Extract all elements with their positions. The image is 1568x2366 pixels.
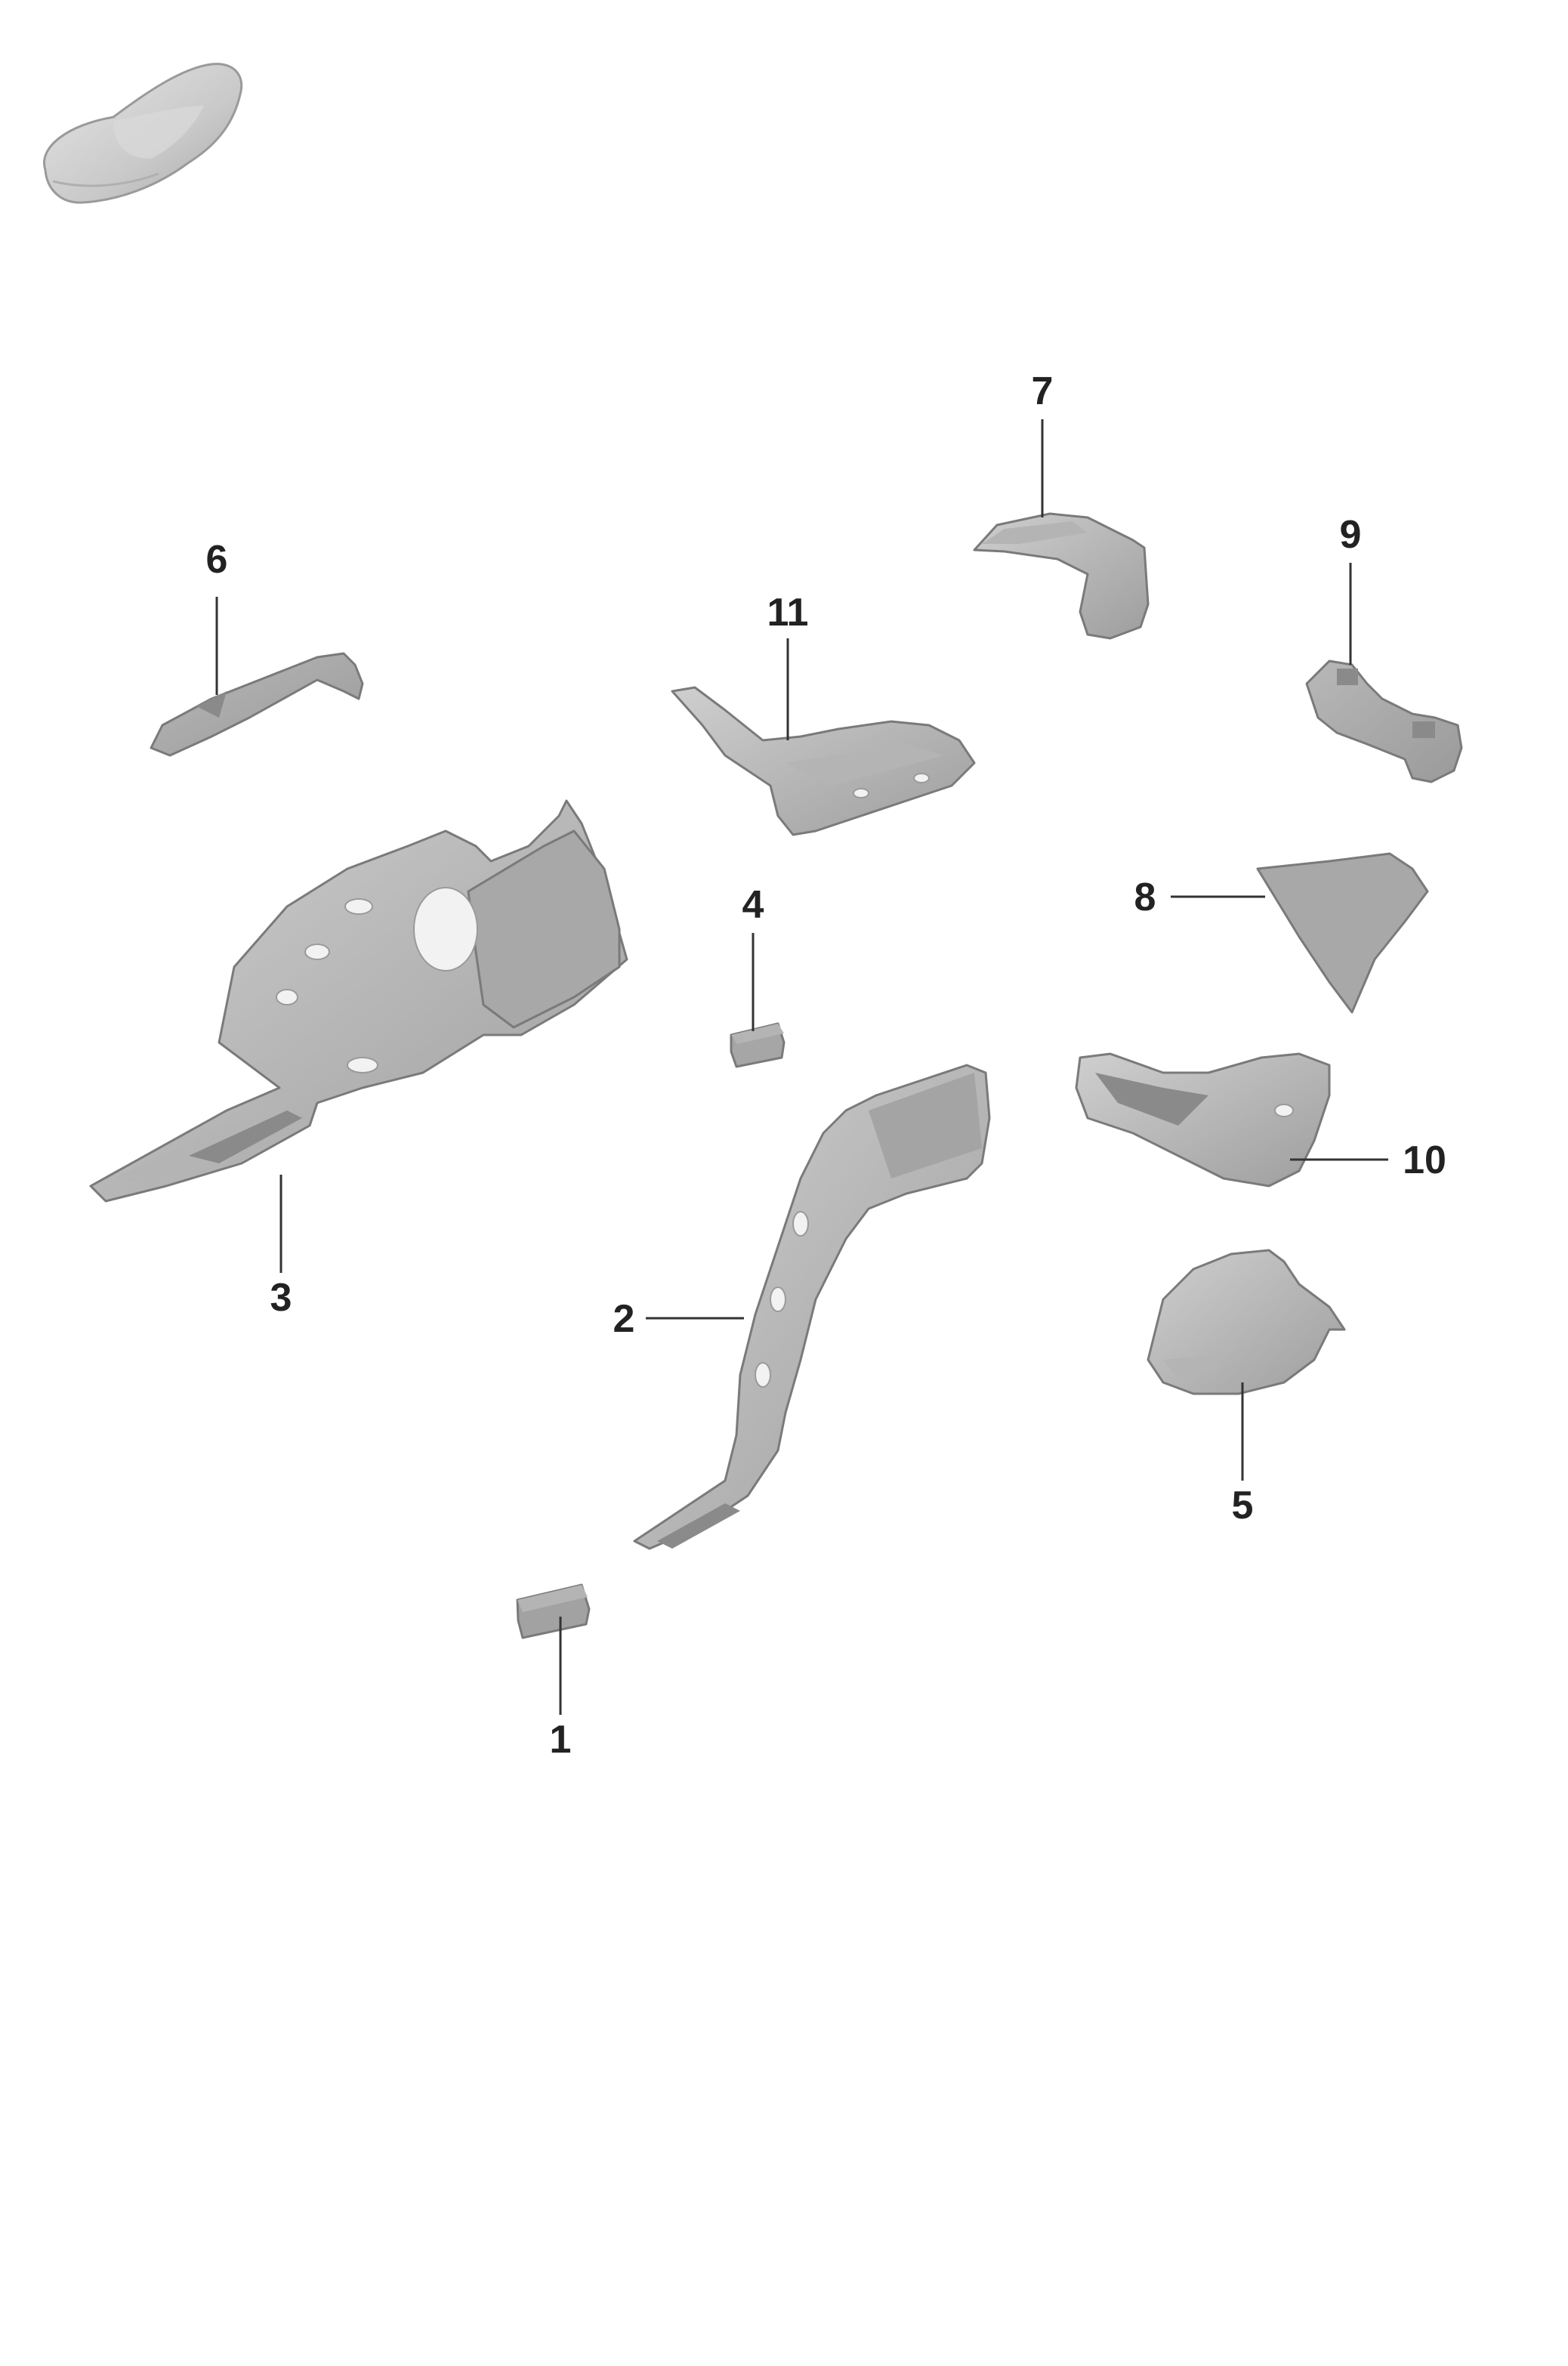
callout-labels: 6 7 9 11 4 8 10 3 2 5 1 bbox=[206, 369, 1446, 1762]
part-3 bbox=[89, 799, 628, 1203]
part-7 bbox=[973, 512, 1150, 640]
callout-5: 5 bbox=[1232, 1484, 1254, 1527]
callout-4: 4 bbox=[742, 883, 764, 927]
callout-9: 9 bbox=[1340, 513, 1362, 557]
leader-lines bbox=[215, 419, 1388, 1715]
callout-10: 10 bbox=[1403, 1138, 1446, 1182]
part-8 bbox=[1256, 852, 1429, 1014]
car-silhouette-icon bbox=[43, 63, 243, 204]
callout-11: 11 bbox=[767, 591, 809, 635]
part-11 bbox=[671, 686, 976, 836]
callout-1: 1 bbox=[550, 1718, 572, 1762]
callout-6: 6 bbox=[206, 538, 228, 582]
part-5 bbox=[1147, 1249, 1346, 1395]
part-10 bbox=[1075, 1052, 1331, 1188]
part-1 bbox=[516, 1583, 591, 1639]
callout-2: 2 bbox=[613, 1297, 635, 1341]
part-2 bbox=[633, 1064, 991, 1550]
callout-8: 8 bbox=[1134, 876, 1156, 919]
callout-3: 3 bbox=[270, 1276, 292, 1320]
callout-7: 7 bbox=[1032, 369, 1054, 413]
part-6 bbox=[150, 652, 364, 757]
part-9 bbox=[1305, 659, 1463, 783]
part-4 bbox=[730, 1022, 786, 1068]
